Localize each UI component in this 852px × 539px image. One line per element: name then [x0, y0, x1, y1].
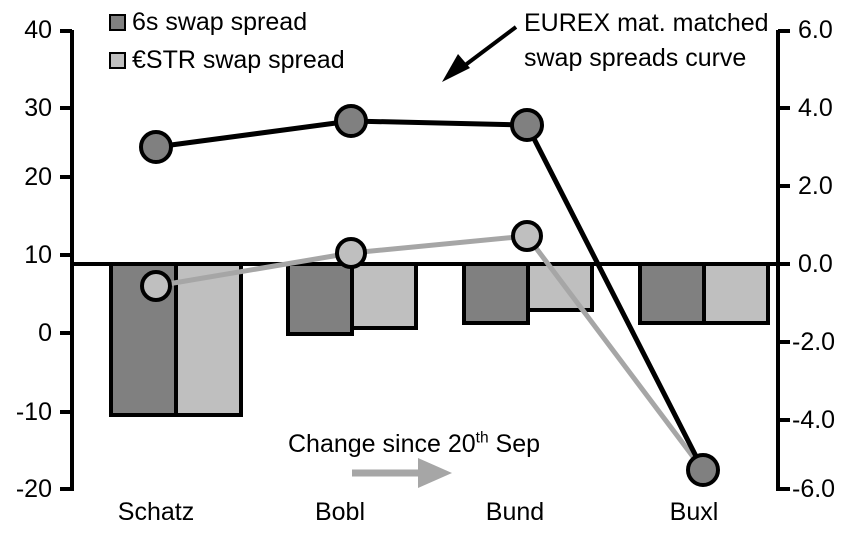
left-tick-neg20: -20 — [15, 475, 52, 503]
legend-item-6s-swap-spread[interactable]: 6s swap spread — [109, 10, 307, 35]
series-eurex-mat-matched-swap-spreads-curve — [139, 104, 720, 487]
marker-change-bund — [511, 220, 543, 252]
right-tick-0: 0.0 — [798, 250, 833, 278]
change-callout-suffix: Sep — [488, 430, 541, 458]
curve-callout-line-1: EUREX mat. matched — [524, 9, 769, 37]
category-label-bund: Bund — [485, 498, 545, 526]
bar-6s-bobl — [286, 262, 354, 336]
right-axis — [776, 29, 790, 491]
legend-swatch-6s-swap-spread — [109, 14, 126, 31]
left-tick-40: 40 — [24, 16, 52, 44]
bars-estr-swap-spread — [174, 262, 770, 417]
marker-eurex-bund — [510, 108, 544, 142]
marker-change-schatz — [140, 270, 172, 302]
curve-callout-arrow-icon — [442, 25, 518, 82]
marker-change-bobl — [335, 237, 367, 269]
left-tick-0: 0 — [38, 319, 52, 347]
left-tick-30: 30 — [24, 94, 52, 122]
left-tick-20: 20 — [24, 163, 52, 191]
category-label-schatz: Schatz — [117, 498, 195, 526]
right-tick-neg4: -4.0 — [792, 406, 836, 434]
change-callout-superscript: th — [475, 429, 489, 447]
category-label-buxl: Buxl — [669, 498, 719, 526]
bar-6s-buxl — [638, 262, 706, 325]
legend-item-estr-swap-spread[interactable]: €STR swap spread — [109, 48, 345, 73]
right-tick-6: 6.0 — [798, 16, 833, 44]
marker-eurex-buxl — [686, 453, 720, 487]
change-callout-prefix: Change since 20 — [288, 430, 476, 458]
right-tick-neg6: -6.0 — [792, 475, 836, 503]
marker-eurex-bobl — [334, 104, 368, 138]
bar-estr-bobl — [350, 262, 418, 330]
category-label-bobl: Bobl — [314, 498, 366, 526]
right-tick-2: 2.0 — [798, 172, 833, 200]
bar-estr-bund — [526, 262, 594, 312]
right-tick-4: 4.0 — [798, 94, 833, 122]
marker-eurex-schatz — [139, 130, 173, 164]
change-arrow-icon — [352, 458, 452, 488]
bar-estr-schatz — [174, 262, 243, 417]
legend-label-estr-swap-spread: €STR swap spread — [132, 46, 345, 74]
bar-estr-buxl — [702, 262, 770, 325]
right-tick-neg2: -2.0 — [792, 328, 836, 356]
left-tick-neg10: -10 — [15, 398, 52, 426]
change-callout-text: Change since 20th Sep — [288, 430, 540, 460]
legend-swatch-estr-swap-spread — [109, 52, 126, 69]
series-change-since-20th-sep — [140, 220, 706, 473]
bar-6s-bund — [462, 262, 530, 325]
left-axis — [60, 29, 74, 491]
left-tick-10: 10 — [24, 241, 52, 269]
curve-callout-line-2: swap spreads curve — [524, 44, 747, 72]
legend-label-6s-swap-spread: 6s swap spread — [132, 8, 308, 36]
